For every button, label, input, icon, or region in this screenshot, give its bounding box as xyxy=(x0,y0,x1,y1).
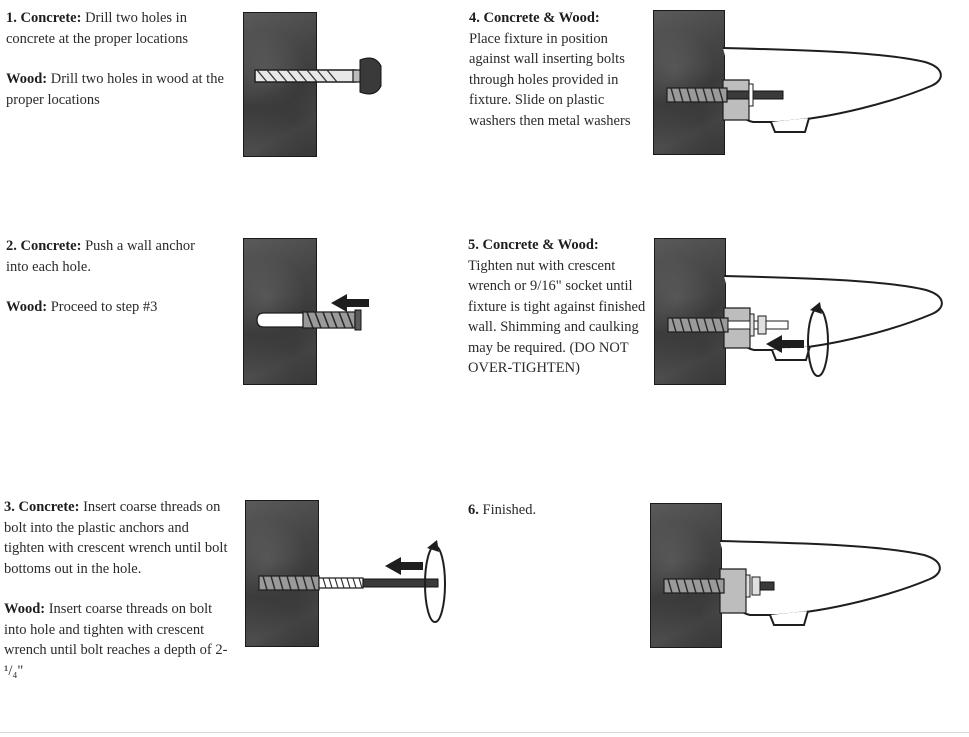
step-4-concrete-wood: 4. Concrete & Wood:Place fixture in posi… xyxy=(469,10,631,129)
step-5-illustration xyxy=(654,238,954,385)
step-1-text: 1. Concrete: Drill two holes in concrete… xyxy=(6,8,231,110)
step-2-text: 2. Concrete: Push a wall anchor into eac… xyxy=(6,236,196,318)
step-4-text: 4. Concrete & Wood:Place fixture in posi… xyxy=(469,8,644,131)
step-2-illustration xyxy=(243,238,393,385)
step-3-text: 3. Concrete: Insert coarse threads on bo… xyxy=(4,497,228,681)
step-6-illustration xyxy=(650,503,955,648)
step-3-wood: Wood: Insert coarse threads on bolt into… xyxy=(4,601,228,679)
step-1-illustration xyxy=(243,12,393,157)
wall-anchor-icon xyxy=(256,309,362,331)
concrete-wall xyxy=(245,500,319,647)
rotation-arrow-icon xyxy=(807,302,829,377)
step-1-wood: Wood: Drill two holes in wood at the pro… xyxy=(6,71,224,108)
step-3-illustration xyxy=(245,500,455,647)
sink-fixture-icon xyxy=(666,47,942,133)
sink-fixture-icon xyxy=(667,275,943,361)
bolt-icon xyxy=(258,575,439,591)
arrow-left-icon xyxy=(766,335,804,353)
step-2-concrete: 2. Concrete: Push a wall anchor into eac… xyxy=(6,238,195,275)
rotation-arrow-icon xyxy=(424,540,446,623)
step-5-concrete-wood: 5. Concrete & Wood:Tighten nut with cres… xyxy=(468,237,646,376)
step-2-wood: Wood: Proceed to step #3 xyxy=(6,299,158,315)
concrete-wall xyxy=(243,12,317,157)
step-6-finished: 6. Finished. xyxy=(468,502,537,518)
sink-fixture-icon xyxy=(663,540,941,626)
step-4-illustration xyxy=(653,10,953,155)
arrow-left-icon xyxy=(331,294,369,312)
step-6-text: 6. Finished. xyxy=(468,500,588,521)
page-bottom-divider xyxy=(0,732,969,733)
step-5-text: 5. Concrete & Wood:Tighten nut with cres… xyxy=(468,235,650,379)
step-1-concrete: 1. Concrete: Drill two holes in concrete… xyxy=(6,10,188,47)
concrete-wall xyxy=(653,10,725,155)
concrete-wall xyxy=(650,503,722,648)
drill-bit-icon xyxy=(254,57,382,95)
concrete-wall xyxy=(654,238,726,385)
step-3-concrete: 3. Concrete: Insert coarse threads on bo… xyxy=(4,499,228,577)
arrow-left-icon xyxy=(385,557,423,575)
